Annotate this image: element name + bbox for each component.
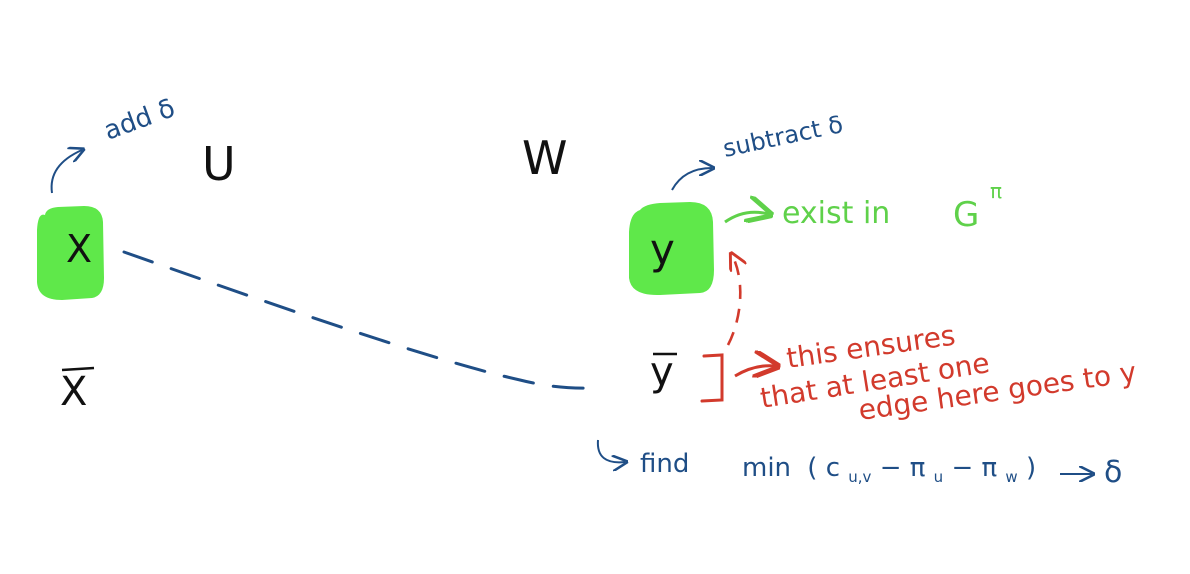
formula-close: ) — [1026, 453, 1036, 483]
subtract-delta-arrow — [671, 168, 712, 191]
exists-text: exist in — [782, 196, 890, 231]
node-ybar-label: y — [650, 349, 674, 395]
set-w-label: W — [522, 131, 567, 185]
set-u-label: U — [202, 137, 236, 191]
formula-pi-u: − π — [880, 453, 926, 483]
formula-pi-w: − π — [951, 453, 997, 483]
formula-pi-w-sub: w — [1005, 468, 1017, 486]
node-x-highlight — [37, 206, 104, 300]
node-x-label: X — [66, 227, 92, 271]
graph-superscript: π — [990, 179, 1002, 203]
node-xbar-label: X — [60, 369, 87, 415]
formula-result: δ — [1104, 455, 1122, 490]
red-dashed-arrow — [726, 255, 740, 346]
dashed-edge — [122, 250, 602, 390]
formula-open: ( c — [807, 453, 840, 483]
exists-arrow — [724, 212, 768, 222]
find-text: find — [640, 449, 689, 479]
find-hook-arrow — [596, 439, 625, 462]
formula: min ( c u,v − π u − π w ) — [742, 453, 1036, 489]
graph-symbol: G — [953, 195, 979, 235]
node-xbar-overline — [61, 366, 95, 372]
node-y-highlight — [629, 202, 714, 296]
subtract-delta-text: subtract δ — [720, 110, 845, 163]
formula-c-sub: u,v — [848, 468, 871, 486]
add-delta-text: add δ — [100, 93, 179, 146]
formula-min: min — [742, 453, 791, 483]
red-bracket — [700, 353, 724, 403]
node-y-label: y — [650, 225, 675, 274]
add-delta-arrow — [50, 150, 82, 194]
ensures-arrow — [734, 366, 775, 376]
formula-pi-u-sub: u — [934, 468, 944, 486]
